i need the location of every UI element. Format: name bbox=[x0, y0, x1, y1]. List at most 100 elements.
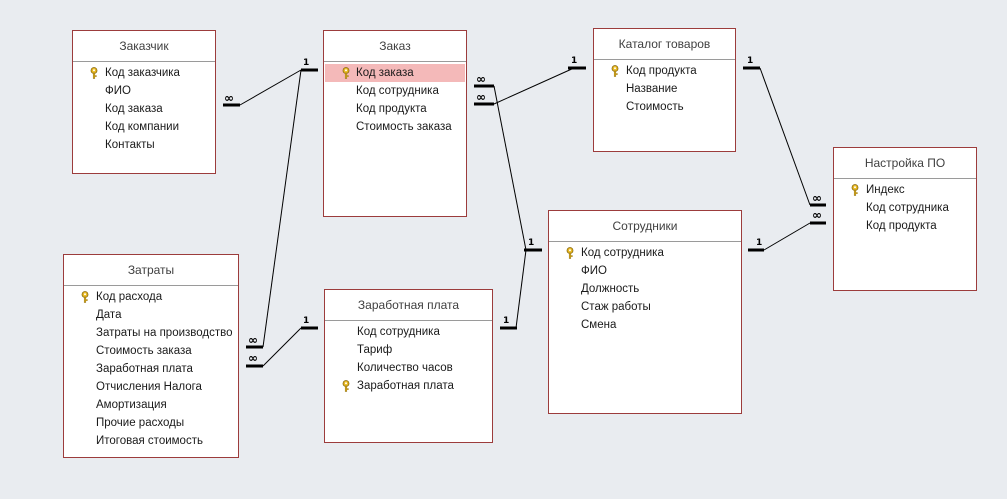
field-row[interactable]: Контакты bbox=[73, 136, 215, 154]
table-title[interactable]: Заработная плата bbox=[325, 290, 492, 321]
field-label: Код заказа bbox=[105, 103, 163, 115]
field-row[interactable]: Амортизация bbox=[64, 396, 238, 414]
card-nastroika-many-1: ∞ bbox=[812, 191, 822, 205]
field-label: Амортизация bbox=[96, 399, 167, 411]
line-zarplata-sotrudniki bbox=[515, 249, 527, 329]
card-zarplata-one: 1 bbox=[303, 316, 310, 326]
table-title[interactable]: Заказчик bbox=[73, 31, 215, 62]
field-label: Код продукта bbox=[626, 65, 697, 77]
card-zakazchik-many: ∞ bbox=[224, 91, 234, 105]
line-zatraty-zarplata bbox=[262, 327, 302, 367]
field-label: Заработная плата bbox=[96, 363, 193, 375]
field-label: Код продукта bbox=[866, 220, 937, 232]
field-row[interactable]: Стоимость заказа bbox=[64, 342, 238, 360]
field-label: Код компании bbox=[105, 121, 180, 133]
field-row[interactable]: Стаж работы bbox=[549, 298, 741, 316]
field-label: Отчисления Налога bbox=[96, 381, 202, 393]
card-zakaz-many-2: ∞ bbox=[476, 90, 486, 104]
line-katalog-nastroika bbox=[759, 67, 811, 206]
field-label: Код продукта bbox=[356, 103, 427, 115]
field-row[interactable]: Название bbox=[594, 80, 735, 98]
field-row[interactable]: Код заказа bbox=[73, 100, 215, 118]
field-label: Заработная плата bbox=[357, 380, 454, 392]
field-label: Должность bbox=[581, 283, 640, 295]
card-zatraty-many-1: ∞ bbox=[248, 333, 258, 347]
field-row[interactable]: Должность bbox=[549, 280, 741, 298]
key-icon bbox=[342, 380, 350, 392]
field-row[interactable]: Прочие расходы bbox=[64, 414, 238, 432]
field-label: Код расхода bbox=[96, 291, 163, 303]
field-row[interactable]: Код сотрудника bbox=[324, 82, 466, 100]
key-icon bbox=[611, 65, 619, 77]
field-row[interactable]: Код компании bbox=[73, 118, 215, 136]
card-katalog-one: 1 bbox=[571, 56, 578, 66]
table-title[interactable]: Сотрудники bbox=[549, 211, 741, 242]
primary-key-field[interactable]: Заработная плата bbox=[325, 377, 492, 395]
field-label: Код сотрудника bbox=[866, 202, 949, 214]
field-row[interactable]: Итоговая стоимость bbox=[64, 432, 238, 450]
field-label: Стаж работы bbox=[581, 301, 651, 313]
key-icon bbox=[81, 291, 89, 303]
field-row[interactable]: Код сотрудника bbox=[834, 199, 976, 217]
card-zakaz-one: 1 bbox=[303, 58, 310, 68]
table-title[interactable]: Затраты bbox=[64, 255, 238, 286]
primary-key-field[interactable]: Код продукта bbox=[594, 62, 735, 80]
field-row[interactable]: ФИО bbox=[549, 262, 741, 280]
primary-key-field[interactable]: Код заказа bbox=[325, 64, 465, 82]
field-label: Тариф bbox=[357, 344, 393, 356]
table-title[interactable]: Каталог товаров bbox=[594, 29, 735, 60]
key-icon bbox=[566, 247, 574, 259]
table-title[interactable]: Настройка ПО bbox=[834, 148, 976, 179]
field-row[interactable]: Код продукта bbox=[324, 100, 466, 118]
table-title[interactable]: Заказ bbox=[324, 31, 466, 62]
field-label: Код заказа bbox=[356, 67, 414, 79]
key-icon bbox=[342, 67, 350, 79]
field-row[interactable]: Дата bbox=[64, 306, 238, 324]
line-sotrudniki-nastroika bbox=[763, 222, 811, 251]
field-row[interactable]: Тариф bbox=[325, 341, 492, 359]
primary-key-field[interactable]: Код сотрудника bbox=[549, 244, 741, 262]
field-row[interactable]: Стоимость заказа bbox=[324, 118, 466, 136]
card-katalog-one-b: 1 bbox=[747, 56, 754, 66]
field-row[interactable]: Количество часов bbox=[325, 359, 492, 377]
field-row[interactable]: Стоимость bbox=[594, 98, 735, 116]
field-label: Количество часов bbox=[357, 362, 453, 374]
card-zarplata-one-b: 1 bbox=[503, 316, 510, 326]
field-label: Контакты bbox=[105, 139, 155, 151]
field-label: Итоговая стоимость bbox=[96, 435, 203, 447]
field-label: Стоимость заказа bbox=[96, 345, 192, 357]
field-row[interactable]: ФИО bbox=[73, 82, 215, 100]
field-label: Смена bbox=[581, 319, 617, 331]
field-row[interactable]: Заработная плата bbox=[64, 360, 238, 378]
field-row[interactable]: Отчисления Налога bbox=[64, 378, 238, 396]
primary-key-field[interactable]: Индекс bbox=[834, 181, 976, 199]
primary-key-field[interactable]: Код расхода bbox=[64, 288, 238, 306]
field-row[interactable]: Затраты на производство bbox=[64, 324, 238, 342]
field-label: Стоимость bbox=[626, 101, 684, 113]
field-label: Название bbox=[626, 83, 678, 95]
field-label: Код сотрудника bbox=[356, 85, 439, 97]
field-row[interactable]: Код продукта bbox=[834, 217, 976, 235]
field-label: Код сотрудника bbox=[357, 326, 440, 338]
field-row[interactable]: Смена bbox=[549, 316, 741, 334]
field-label: Прочие расходы bbox=[96, 417, 185, 429]
key-icon bbox=[90, 67, 98, 79]
line-zakazchik-zakaz bbox=[239, 69, 302, 106]
card-sotrudniki-one-b: 1 bbox=[756, 238, 763, 248]
primary-key-field[interactable]: Код заказчика bbox=[73, 64, 215, 82]
field-row[interactable]: Код сотрудника bbox=[325, 323, 492, 341]
